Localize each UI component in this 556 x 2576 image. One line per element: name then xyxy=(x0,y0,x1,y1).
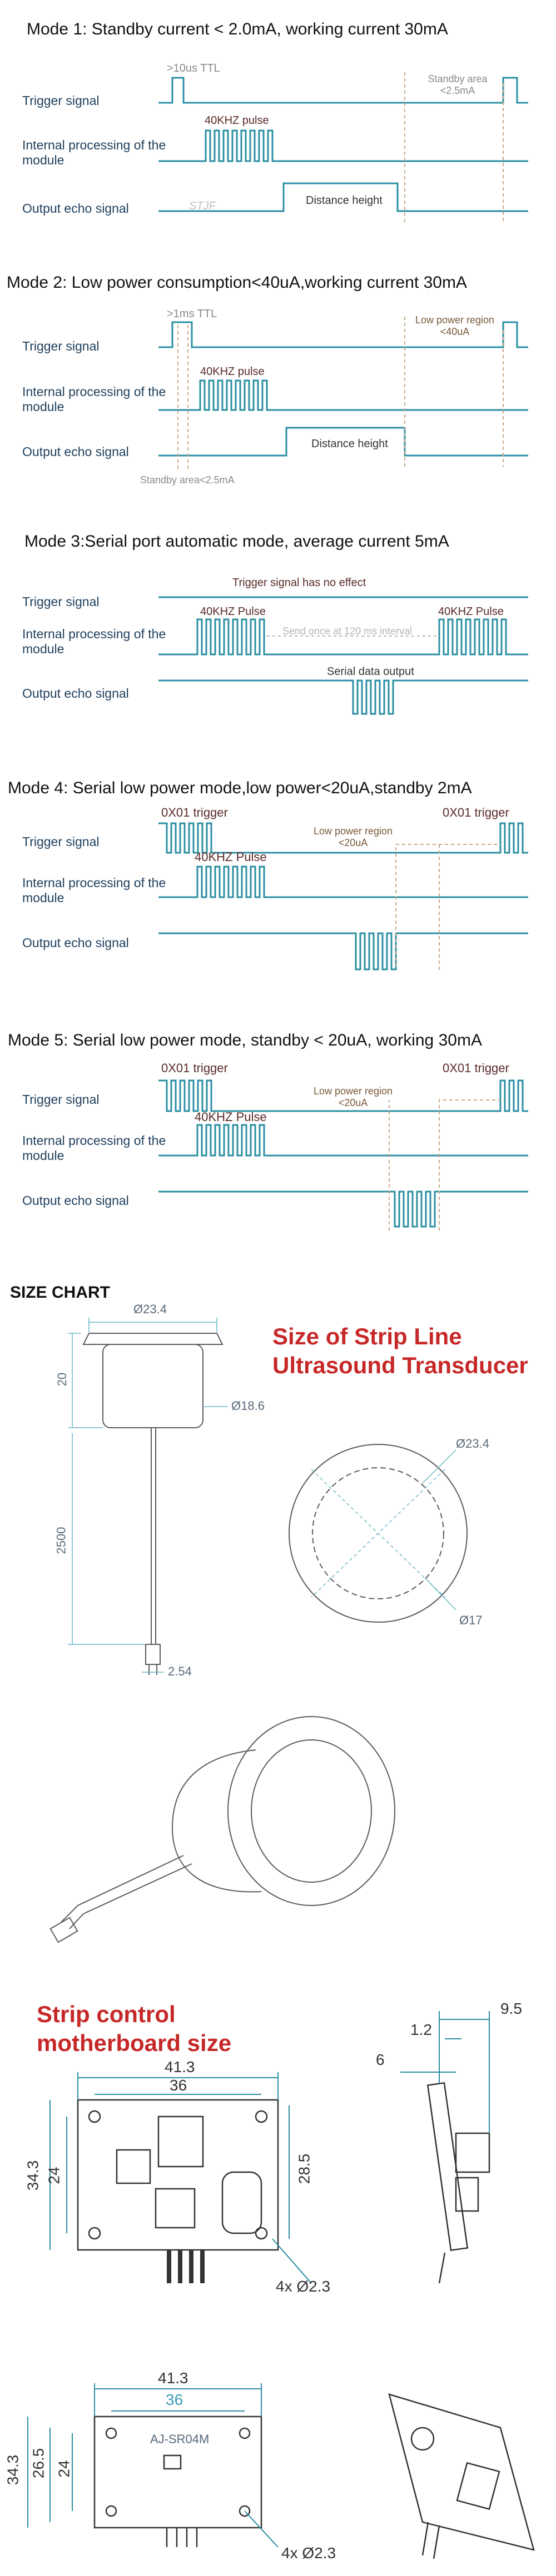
board-holes: 4x Ø2.3 xyxy=(276,2278,331,2295)
mode2-lowpower-note: Low power region <40uA xyxy=(415,314,495,337)
board2-w-holes: 36 xyxy=(166,2391,183,2408)
mode2-internal-label: Internal processing of the module xyxy=(22,384,172,414)
board2-h-holes: 24 xyxy=(55,2460,73,2478)
board-drawings xyxy=(27,2011,535,2559)
mode2-section: Mode 2: Low power consumption<40uA,worki… xyxy=(0,261,556,517)
mode1-trigger-label: Trigger signal xyxy=(22,93,100,108)
board-w-holes: 36 xyxy=(170,2077,187,2094)
mode1-standby-note: Standby area <2.5mA xyxy=(428,73,488,96)
transducer-title: Size of Strip Line Ultrasound Transducer xyxy=(272,1322,528,1380)
board-side-a: 1.2 xyxy=(410,2021,432,2038)
mode3-internal-label: Internal processing of the module xyxy=(22,627,172,657)
board-h-right: 28.5 xyxy=(295,2153,313,2184)
size-chart-section: SIZE CHART Size of Strip Line Ultrasound… xyxy=(0,1283,556,2576)
transducer-drawing xyxy=(49,1318,468,1943)
mode5-waveform xyxy=(158,1079,528,1231)
mode5-title: Mode 5: Serial low power mode, standby <… xyxy=(8,1031,482,1049)
transducer-d-inner: Ø17 xyxy=(459,1613,483,1627)
board2-w-total: 41.3 xyxy=(158,2369,188,2387)
mode5-internal-label-text: Internal processing of the module xyxy=(22,1133,166,1163)
mode2-trigger-label: Trigger signal xyxy=(22,339,100,353)
transducer-d-front: Ø23.4 xyxy=(456,1437,489,1450)
mode4-internal-label: Internal processing of the module xyxy=(22,876,172,906)
board-title-line2: motherboard size xyxy=(37,2030,232,2056)
mode2-distance-note: Distance height xyxy=(311,438,388,450)
mode4-lowpower-note: Low power region <20uA xyxy=(313,826,393,848)
board-side-w: 9.5 xyxy=(500,2000,522,2017)
mode4-waveform xyxy=(158,822,528,972)
mode5-lowpower-note: Low power region <20uA xyxy=(313,1086,393,1108)
mode1-internal-label: Internal processing of the module xyxy=(22,138,172,168)
mode1-watermark: STJF xyxy=(189,200,216,212)
mode1-waveform xyxy=(158,72,528,222)
board2-h-mid: 26.5 xyxy=(29,2448,47,2479)
board-h-holes: 24 xyxy=(45,2167,63,2184)
mode3-pulse-left-note: 40KHZ Pulse xyxy=(200,606,266,618)
board-h-total: 34.3 xyxy=(24,2160,42,2191)
mode2-standby-note: Standby area<2.5mA xyxy=(140,474,235,486)
mode4-trigger-right-note: 0X01 trigger xyxy=(443,806,509,819)
mode4-title: Mode 4: Serial low power mode,low power<… xyxy=(8,779,472,797)
mode5-section: Mode 5: Serial low power mode, standby <… xyxy=(0,1017,556,1283)
mode2-pulse-note: 40KHZ pulse xyxy=(200,366,265,378)
mode1-pulse-note: 40KHZ pulse xyxy=(205,114,269,127)
board2-model: AJ-SR04M xyxy=(150,2432,210,2446)
mode5-pulse-note: 40KHZ Pulse xyxy=(195,1110,267,1124)
mode3-serial-note: Serial data output xyxy=(327,666,414,678)
mode4-trigger-label: Trigger signal xyxy=(22,834,100,849)
mode2-ttl-note: >1ms TTL xyxy=(167,308,217,320)
mode3-internal-label-text: Internal processing of the module xyxy=(22,627,166,656)
transducer-pitch: 2.54 xyxy=(168,1664,192,1678)
mode4-output-label: Output echo signal xyxy=(22,936,129,950)
mode3-noeffect-note: Trigger signal has no effect xyxy=(232,577,366,589)
transducer-title-line2: Ultrasound Transducer xyxy=(272,1352,528,1378)
board2-h-total: 34.3 xyxy=(4,2454,22,2485)
mode2-output-label: Output echo signal xyxy=(22,444,129,459)
mode5-output-label: Output echo signal xyxy=(22,1193,129,1208)
transducer-title-line1: Size of Strip Line xyxy=(272,1323,462,1349)
mode5-trigger-right-note: 0X01 trigger xyxy=(443,1061,509,1075)
mode1-output-label: Output echo signal xyxy=(22,201,129,216)
mode1-distance-note: Distance height xyxy=(306,194,383,207)
mode2-waveform xyxy=(158,317,528,469)
mode3-trigger-label: Trigger signal xyxy=(22,594,100,609)
mode3-waveform xyxy=(158,596,528,715)
mode4-internal-label-text: Internal processing of the module xyxy=(22,876,166,905)
mode4-pulse-note: 40KHZ Pulse xyxy=(195,850,267,864)
mode3-title: Mode 3:Serial port automatic mode, avera… xyxy=(24,532,449,551)
board2-holes: 4x Ø2.3 xyxy=(281,2544,336,2562)
board-side-b: 6 xyxy=(376,2051,385,2068)
mode3-pulse-right-note: 40KHZ Pulse xyxy=(438,606,504,618)
mode1-internal-label-text: Internal processing of the module xyxy=(22,138,166,167)
mode1-section: Mode 1: Standby current < 2.0mA, working… xyxy=(0,0,556,261)
mode2-internal-label-text: Internal processing of the module xyxy=(22,384,166,414)
size-chart-heading: SIZE CHART xyxy=(10,1283,110,1302)
mode3-section: Mode 3:Serial port automatic mode, avera… xyxy=(0,517,556,750)
mode5-trigger-label: Trigger signal xyxy=(22,1092,100,1107)
mode2-title: Mode 2: Low power consumption<40uA,worki… xyxy=(7,273,467,292)
mode5-internal-label: Internal processing of the module xyxy=(22,1133,172,1163)
mode1-title: Mode 1: Standby current < 2.0mA, working… xyxy=(27,20,448,38)
mode4-section: Mode 4: Serial low power mode,low power<… xyxy=(0,750,556,1017)
mode3-output-label: Output echo signal xyxy=(22,686,129,701)
mode1-ttl-note: >10us TTL xyxy=(167,62,220,74)
board-w-total: 41.3 xyxy=(165,2058,195,2075)
board-title: Strip control motherboard size xyxy=(37,2000,231,2058)
transducer-d-top: Ø23.4 xyxy=(133,1302,167,1316)
mode5-trigger-left-note: 0X01 trigger xyxy=(161,1061,228,1075)
board-title-line1: Strip control xyxy=(37,2001,176,2027)
mode3-interval-note: Send once at 120 ms interval xyxy=(282,626,413,637)
mode4-trigger-left-note: 0X01 trigger xyxy=(161,806,228,819)
transducer-d-body: Ø18.6 xyxy=(231,1399,265,1413)
